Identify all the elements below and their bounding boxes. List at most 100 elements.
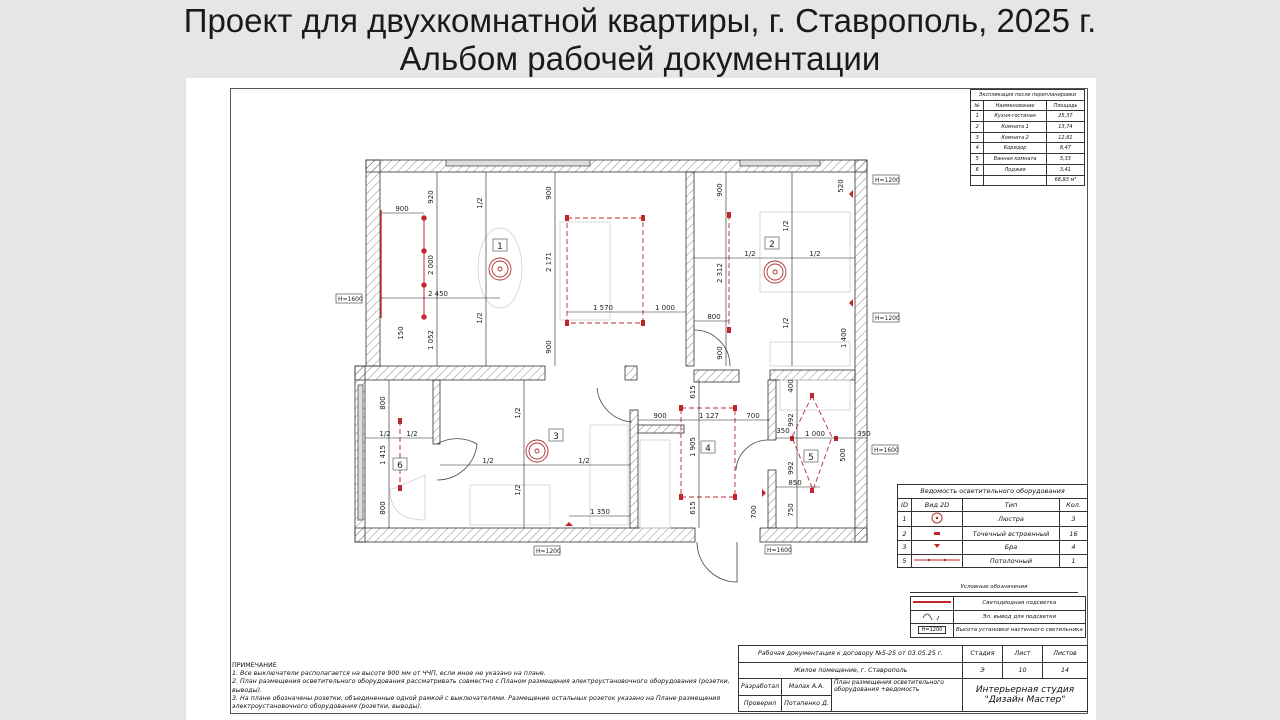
dimension-label: 900 [395, 205, 408, 213]
dimension-label: 615 [689, 385, 697, 398]
ceiling-track-icon [914, 557, 960, 565]
dimension-label: 1 052 [427, 330, 435, 350]
height-tags: H=1600 H=1200 H=1200 H=1200 H=1600 H=160… [335, 174, 900, 556]
wall-sconce-icon [565, 522, 573, 526]
notes: ПРИМЕЧАНИЕ 1. Все выключатели располагае… [232, 662, 737, 711]
dimension-label: 1 415 [379, 445, 387, 465]
height-tag: H=1600 [335, 293, 363, 304]
chandelier-icon [763, 260, 787, 284]
led-strips [380, 210, 427, 320]
wall-sconces [565, 190, 853, 526]
height-tag: H=1200 [872, 174, 900, 185]
wall-sconce-icon [934, 543, 940, 551]
wall-sconce-icon [849, 190, 853, 198]
dimension-label: 2 450 [428, 290, 448, 298]
notes-title: ПРИМЕЧАНИЕ [232, 662, 277, 669]
dimension-label: 900 [653, 412, 666, 420]
spot-lights [399, 215, 833, 498]
dimension-label: 1/2 [744, 250, 755, 258]
legend-title: Условные обозначения [910, 584, 1078, 593]
dimension-label: 1/2 [476, 197, 484, 208]
dimension-label: 1 350 [590, 508, 610, 516]
wall-sconce-icon [849, 299, 853, 307]
lighting-title: Ведомость осветительного оборудования [897, 484, 1088, 499]
chandelier-icon [931, 512, 943, 526]
dimension-label: 900 [545, 186, 553, 199]
svg-text:5: 5 [808, 453, 814, 463]
dimension-label: 850 [788, 479, 801, 487]
recessed-spot-icon [934, 530, 940, 538]
dimension-label: 1 400 [840, 328, 848, 348]
dimension-label: 1/2 [809, 250, 820, 258]
svg-text:H=1200: H=1200 [875, 177, 900, 184]
height-tag: H=1600 [871, 444, 899, 455]
room-number-3: 3 [548, 428, 564, 442]
dimension-label: 900 [545, 340, 553, 353]
chandelier-icon [488, 257, 512, 281]
studio-name: Интерьерная студия "Дизайн Мастер" [962, 678, 1088, 712]
legend-table: Светодиодная подсветка Эл. вывод для под… [910, 596, 1086, 638]
svg-text:2: 2 [769, 240, 775, 250]
dimension-lines [365, 172, 868, 528]
dimension-label: 2 000 [427, 255, 435, 275]
dimension-label: 800 [379, 501, 387, 514]
room-number-2: 2 [764, 236, 780, 250]
room-number-5: 5 [803, 449, 819, 463]
dimension-label: 1/2 [514, 407, 522, 418]
note-item: 1. Все выключатели располагается на высо… [232, 670, 546, 678]
dimension-label: 1 570 [593, 304, 613, 312]
dimension-label: 1/2 [514, 484, 522, 495]
dimension-label: 700 [746, 412, 759, 420]
dimension-label: 1/2 [482, 457, 493, 465]
svg-text:3: 3 [553, 432, 559, 442]
dimension-label: 1/2 [476, 312, 484, 323]
dimension-label: 900 [716, 346, 724, 359]
room-numbers: 1 2 3 4 5 6 [392, 236, 819, 471]
room-number-1: 1 [492, 238, 508, 252]
electrical-outlet-wave-icon [922, 613, 940, 622]
chandeliers [488, 257, 787, 463]
dimension-label: 2 171 [545, 252, 553, 272]
height-tag: H=1200 [533, 545, 561, 556]
note-item: 2. План размещения осветительного оборуд… [232, 678, 730, 694]
explication-total: 68,93 м² [969, 174, 1086, 187]
dimension-label: 1/2 [379, 430, 390, 438]
dimension-label: 800 [379, 396, 387, 409]
dimension-label: 400 [787, 379, 795, 392]
dimension-label: 1/2 [782, 317, 790, 328]
height-tag: H=1200 [872, 312, 900, 323]
room-number-4: 4 [700, 440, 716, 454]
furniture [389, 211, 851, 529]
dimension-label: 150 [397, 326, 405, 339]
dimension-label: 920 [427, 190, 435, 203]
drawing-frame [230, 88, 1088, 714]
dimension-label: 1 905 [689, 437, 697, 457]
svg-text:H=1200: H=1200 [875, 315, 900, 322]
room-number-6: 6 [392, 457, 408, 471]
chandelier-icon [525, 439, 549, 463]
led-strip-icon [913, 601, 951, 604]
dimension-label: 800 [707, 313, 720, 321]
note-item: 3. На плане обозначены розетки, объедине… [232, 694, 721, 711]
title-block: Рабочая документация к договору №5-25 от… [737, 645, 1088, 712]
doors [436, 329, 769, 583]
height-tag: H=1600 [764, 544, 792, 555]
svg-text:4: 4 [705, 444, 711, 454]
dimension-label: 350 [776, 427, 789, 435]
svg-text:H=1600: H=1600 [767, 547, 792, 554]
dimension-label: 700 [750, 505, 758, 518]
svg-text:H=1200: H=1200 [536, 548, 561, 555]
dimension-label: 2 312 [716, 263, 724, 283]
dimension-label: 992 [787, 413, 795, 426]
dimension-label: 500 [839, 448, 847, 461]
dimension-label: 1/2 [406, 430, 417, 438]
svg-text:6: 6 [397, 461, 403, 471]
